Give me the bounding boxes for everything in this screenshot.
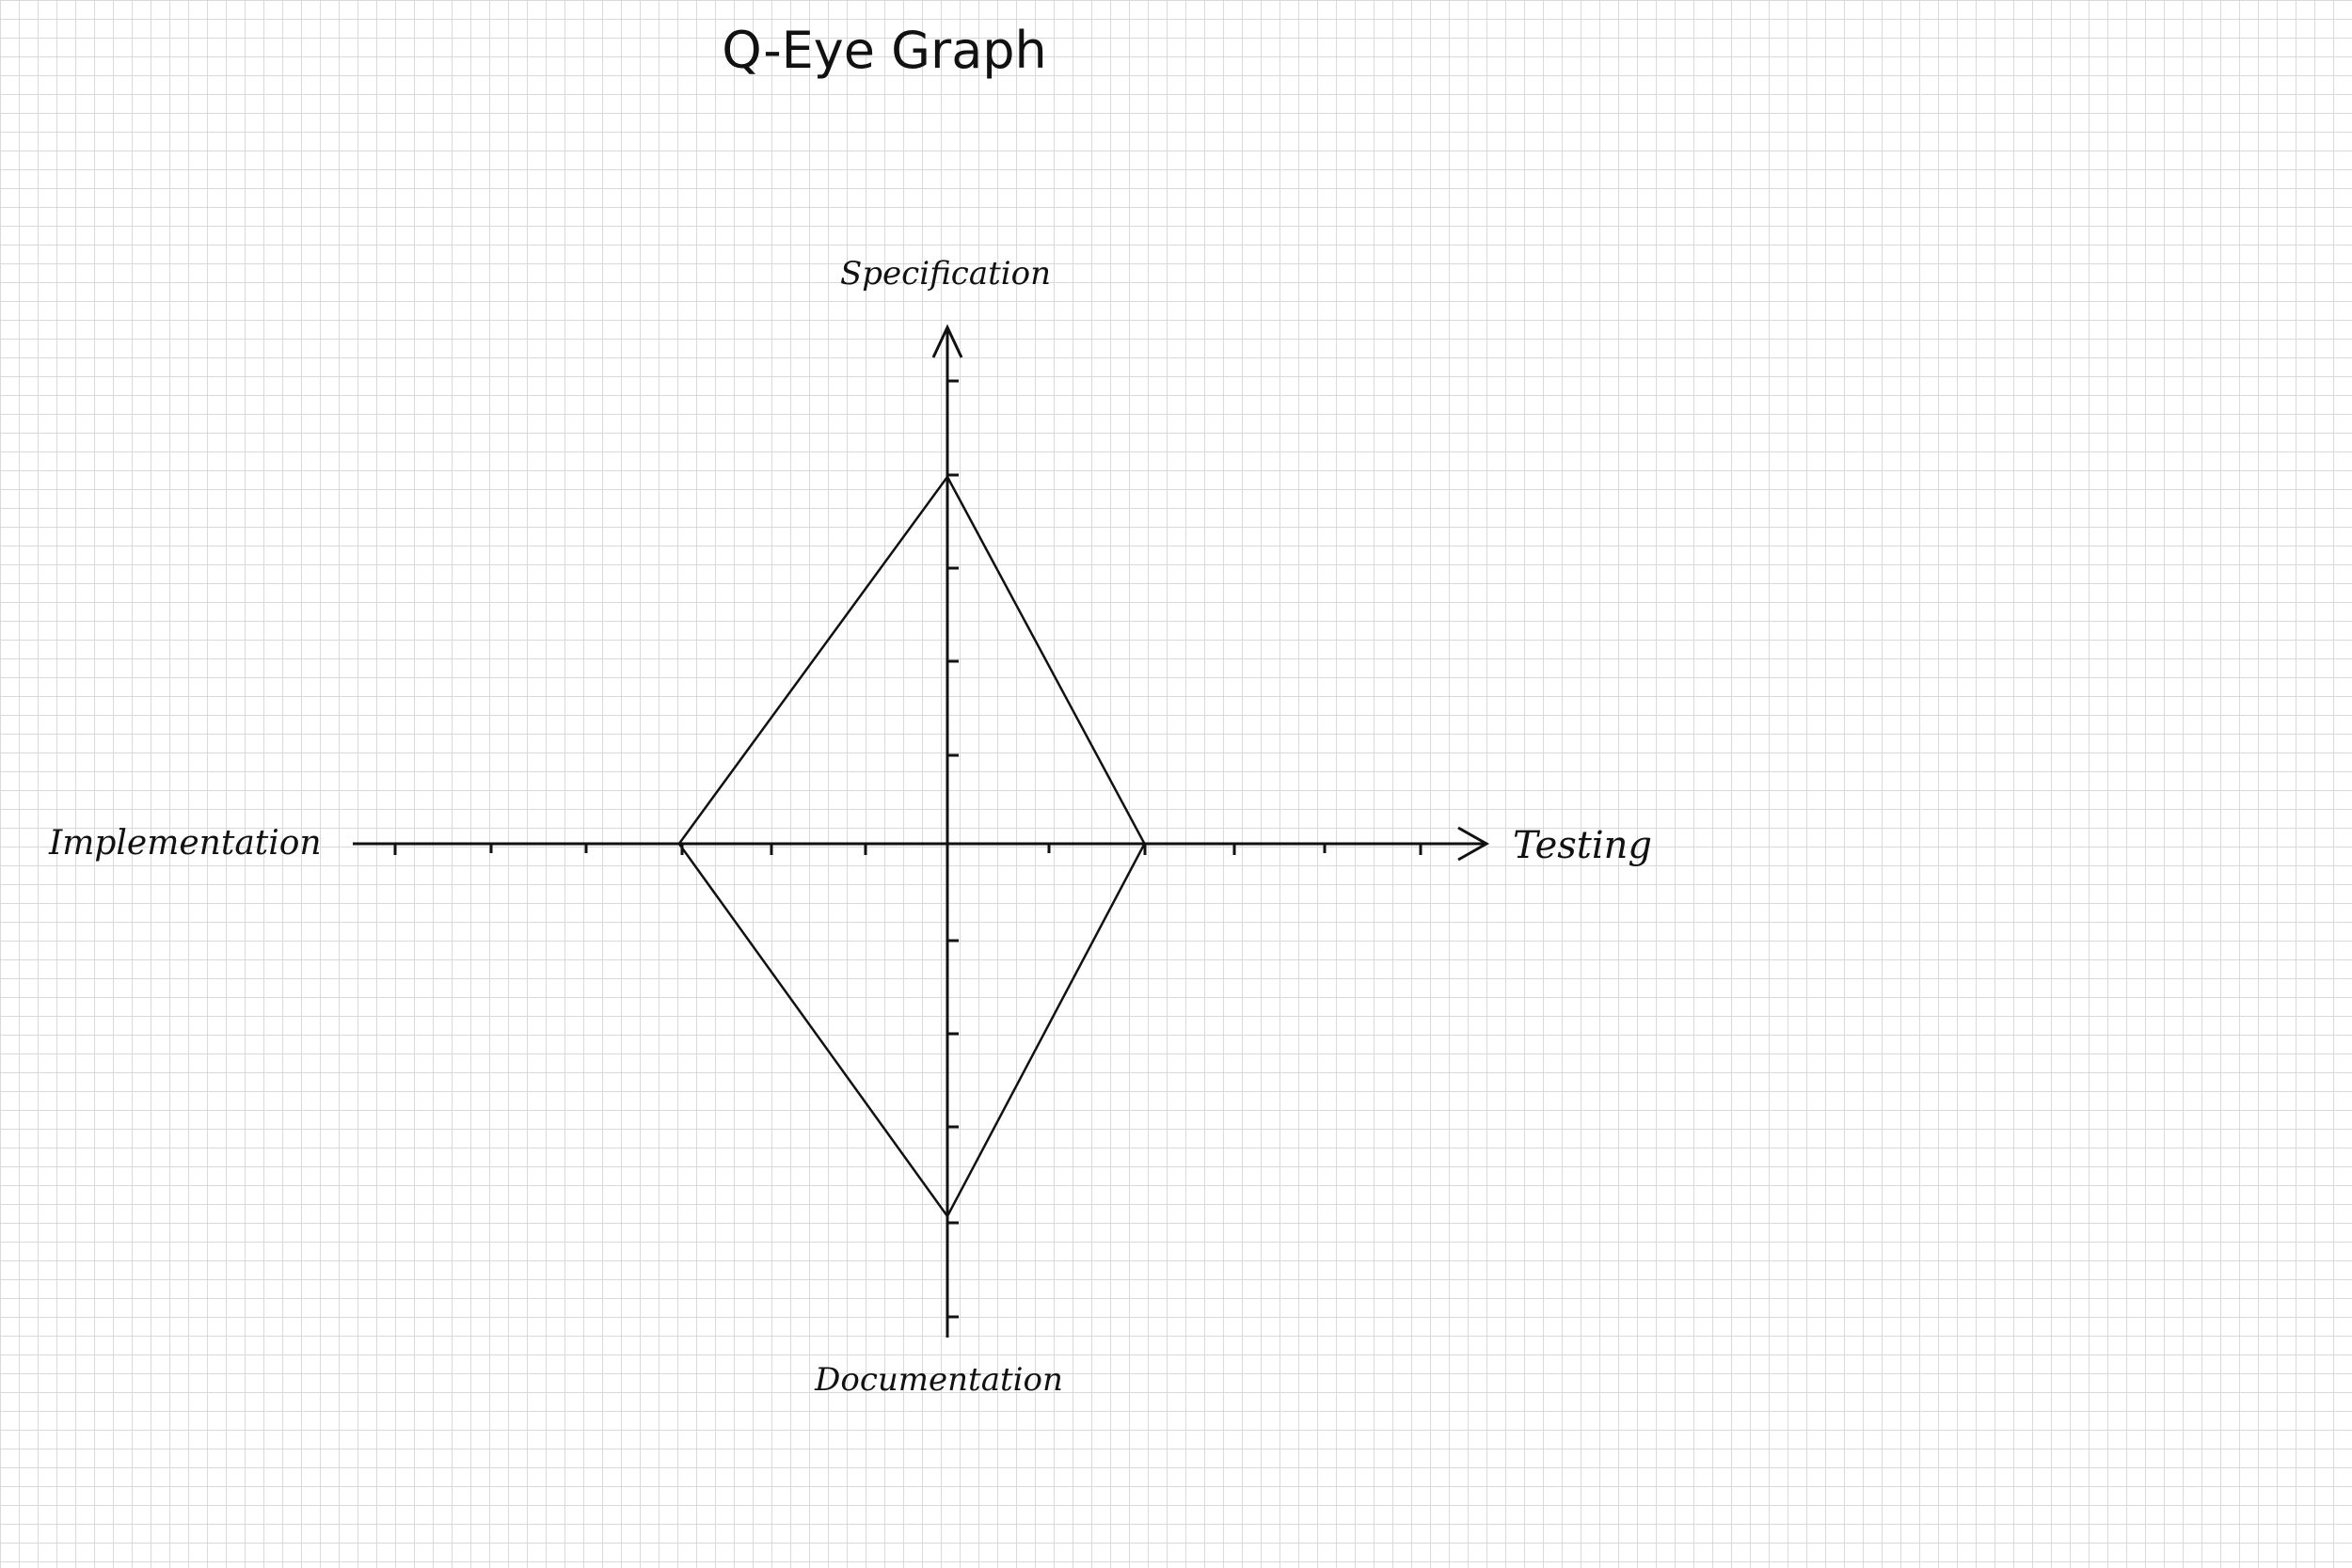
horizontal-ticks (393, 844, 1422, 855)
vertical-ticks (947, 379, 959, 1319)
axis-label-specification: Specification (840, 255, 1051, 293)
axis-label-testing: Testing (1513, 824, 1652, 867)
arrowhead-right-icon (1457, 826, 1490, 862)
axis-label-documentation: Documentation (814, 1361, 1063, 1399)
q-eye-diamond (677, 474, 1146, 1219)
arrowhead-up-icon (931, 324, 963, 358)
diagram-title: Q-Eye Graph (722, 21, 1047, 80)
axis-label-implementation: Implementation (48, 824, 322, 863)
